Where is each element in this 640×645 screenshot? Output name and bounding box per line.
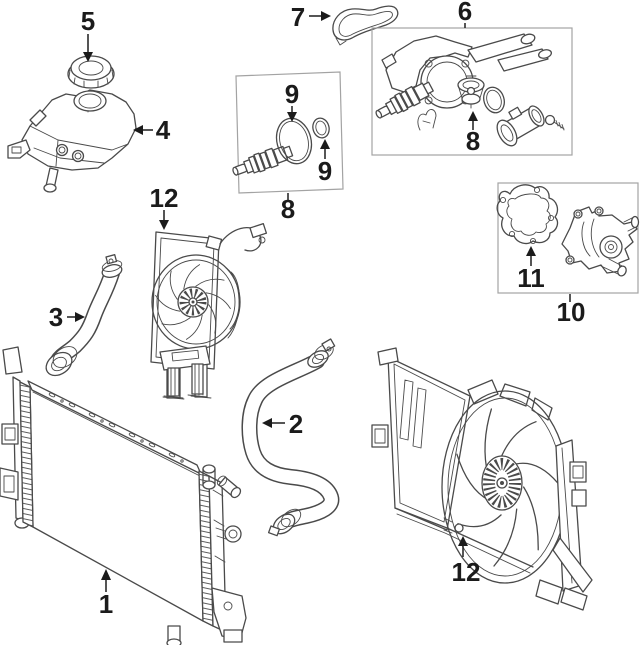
arrowhead: [468, 111, 478, 121]
callout-8b[interactable]: 8: [281, 193, 295, 224]
fan-assembly-front-icon: [150, 223, 268, 400]
callout-7[interactable]: 7: [291, 2, 331, 32]
callout-2-number[interactable]: 2: [289, 409, 303, 439]
arrowhead: [75, 312, 85, 322]
callout-6[interactable]: 6: [458, 0, 472, 28]
callout-9b[interactable]: 9: [318, 139, 332, 186]
callout-8a[interactable]: 8: [466, 111, 480, 156]
callout-2[interactable]: 2: [262, 409, 303, 439]
arrowhead: [262, 418, 272, 428]
callout-4-number[interactable]: 4: [156, 115, 171, 145]
lower-hose-icon: [241, 338, 340, 537]
callout-6-number[interactable]: 6: [458, 0, 472, 26]
callout-12a-number[interactable]: 12: [150, 183, 179, 213]
arrowhead: [159, 220, 169, 230]
callout-3-number[interactable]: 3: [49, 302, 63, 332]
callout-11-number[interactable]: 11: [517, 263, 545, 293]
callout-8b-number[interactable]: 8: [281, 194, 295, 224]
callout-11[interactable]: 11: [517, 246, 545, 293]
callout-12b-number[interactable]: 12: [452, 557, 481, 587]
callout-4[interactable]: 4: [133, 115, 171, 145]
o-ring-small-icon: [312, 117, 330, 139]
callout-8a-number[interactable]: 8: [466, 126, 480, 156]
radiator-icon: [0, 345, 247, 645]
callout-9a[interactable]: 9: [285, 79, 299, 122]
arrowhead: [526, 246, 536, 256]
callout-5-number[interactable]: 5: [81, 6, 95, 36]
reservoir-tank-icon: [7, 89, 137, 193]
arrowhead: [101, 569, 111, 580]
upper-hose-icon: [45, 254, 123, 377]
fan-assembly-rear-icon: [371, 347, 593, 611]
sensor-seal-group: [229, 71, 344, 194]
callout-10-number[interactable]: 10: [557, 297, 586, 327]
water-pump-icon: [561, 206, 640, 277]
callout-12a[interactable]: 12: [150, 183, 179, 230]
callout-7-number[interactable]: 7: [291, 2, 305, 32]
bolt-icon: [544, 114, 565, 131]
callout-1[interactable]: 1: [99, 569, 113, 619]
callout-12b[interactable]: 12: [452, 536, 481, 587]
arrowhead: [320, 139, 330, 149]
arrowhead: [321, 11, 331, 21]
coolant-sensor-icon: [229, 141, 295, 182]
thermostat-housing-group: [371, 27, 573, 156]
arrowhead: [133, 125, 143, 135]
callout-3[interactable]: 3: [49, 302, 85, 332]
reservoir-cap-icon: [67, 55, 115, 89]
callout-10[interactable]: 10: [557, 294, 586, 327]
pump-gasket-icon: [496, 184, 559, 245]
callout-9b-number[interactable]: 9: [318, 156, 332, 186]
arrowhead: [458, 536, 468, 546]
arrowhead: [83, 52, 93, 62]
water-pump-group: [496, 182, 640, 294]
housing-gasket-icon: [332, 5, 399, 46]
water-outlet-icon: [496, 105, 545, 147]
callout-9a-number[interactable]: 9: [285, 79, 299, 109]
thermostat-icon: [457, 75, 485, 109]
o-ring-large-icon: [275, 117, 313, 165]
arrowhead: [287, 112, 297, 122]
callout-5[interactable]: 5: [81, 6, 95, 62]
callout-1-number[interactable]: 1: [99, 589, 113, 619]
